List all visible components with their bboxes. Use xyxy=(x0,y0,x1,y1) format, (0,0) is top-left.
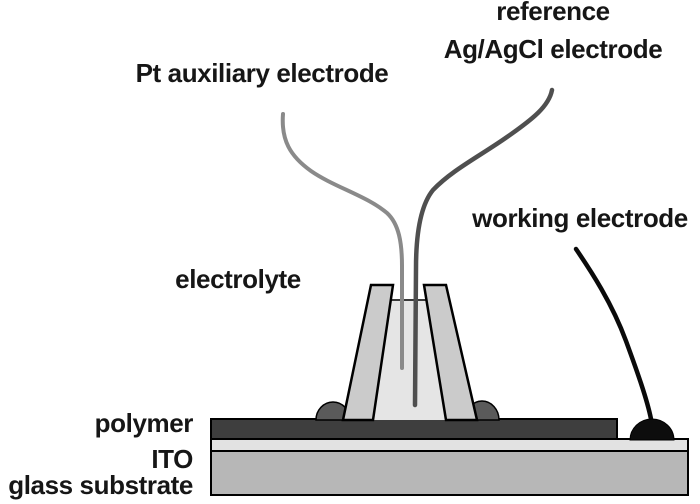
reference-electrode-label-line2: Ag/AgCl electrode xyxy=(443,34,663,64)
ito-layer xyxy=(210,438,689,452)
polymer-label: polymer xyxy=(94,408,194,438)
electrolyte-liquid xyxy=(373,300,446,420)
cell-right-wall xyxy=(422,283,479,422)
glass-substrate-layer xyxy=(210,450,689,496)
reference-electrode-wire xyxy=(412,87,555,408)
cell-left-wall xyxy=(341,283,395,422)
working-electrode-contact xyxy=(629,418,675,441)
working-electrode-wire xyxy=(573,246,654,422)
working-electrode-label: working electrode xyxy=(472,203,688,233)
polymer-layer xyxy=(210,418,618,440)
glass-substrate-label: glass substrate xyxy=(8,470,193,500)
aux-electrode-label: Pt auxiliary electrode xyxy=(135,58,389,88)
reference-electrode-label-line1: reference xyxy=(496,0,610,26)
aux-electrode-wire xyxy=(280,112,404,370)
ito-label: ITO xyxy=(151,444,193,474)
electrolyte-label: electrolyte xyxy=(175,264,301,294)
